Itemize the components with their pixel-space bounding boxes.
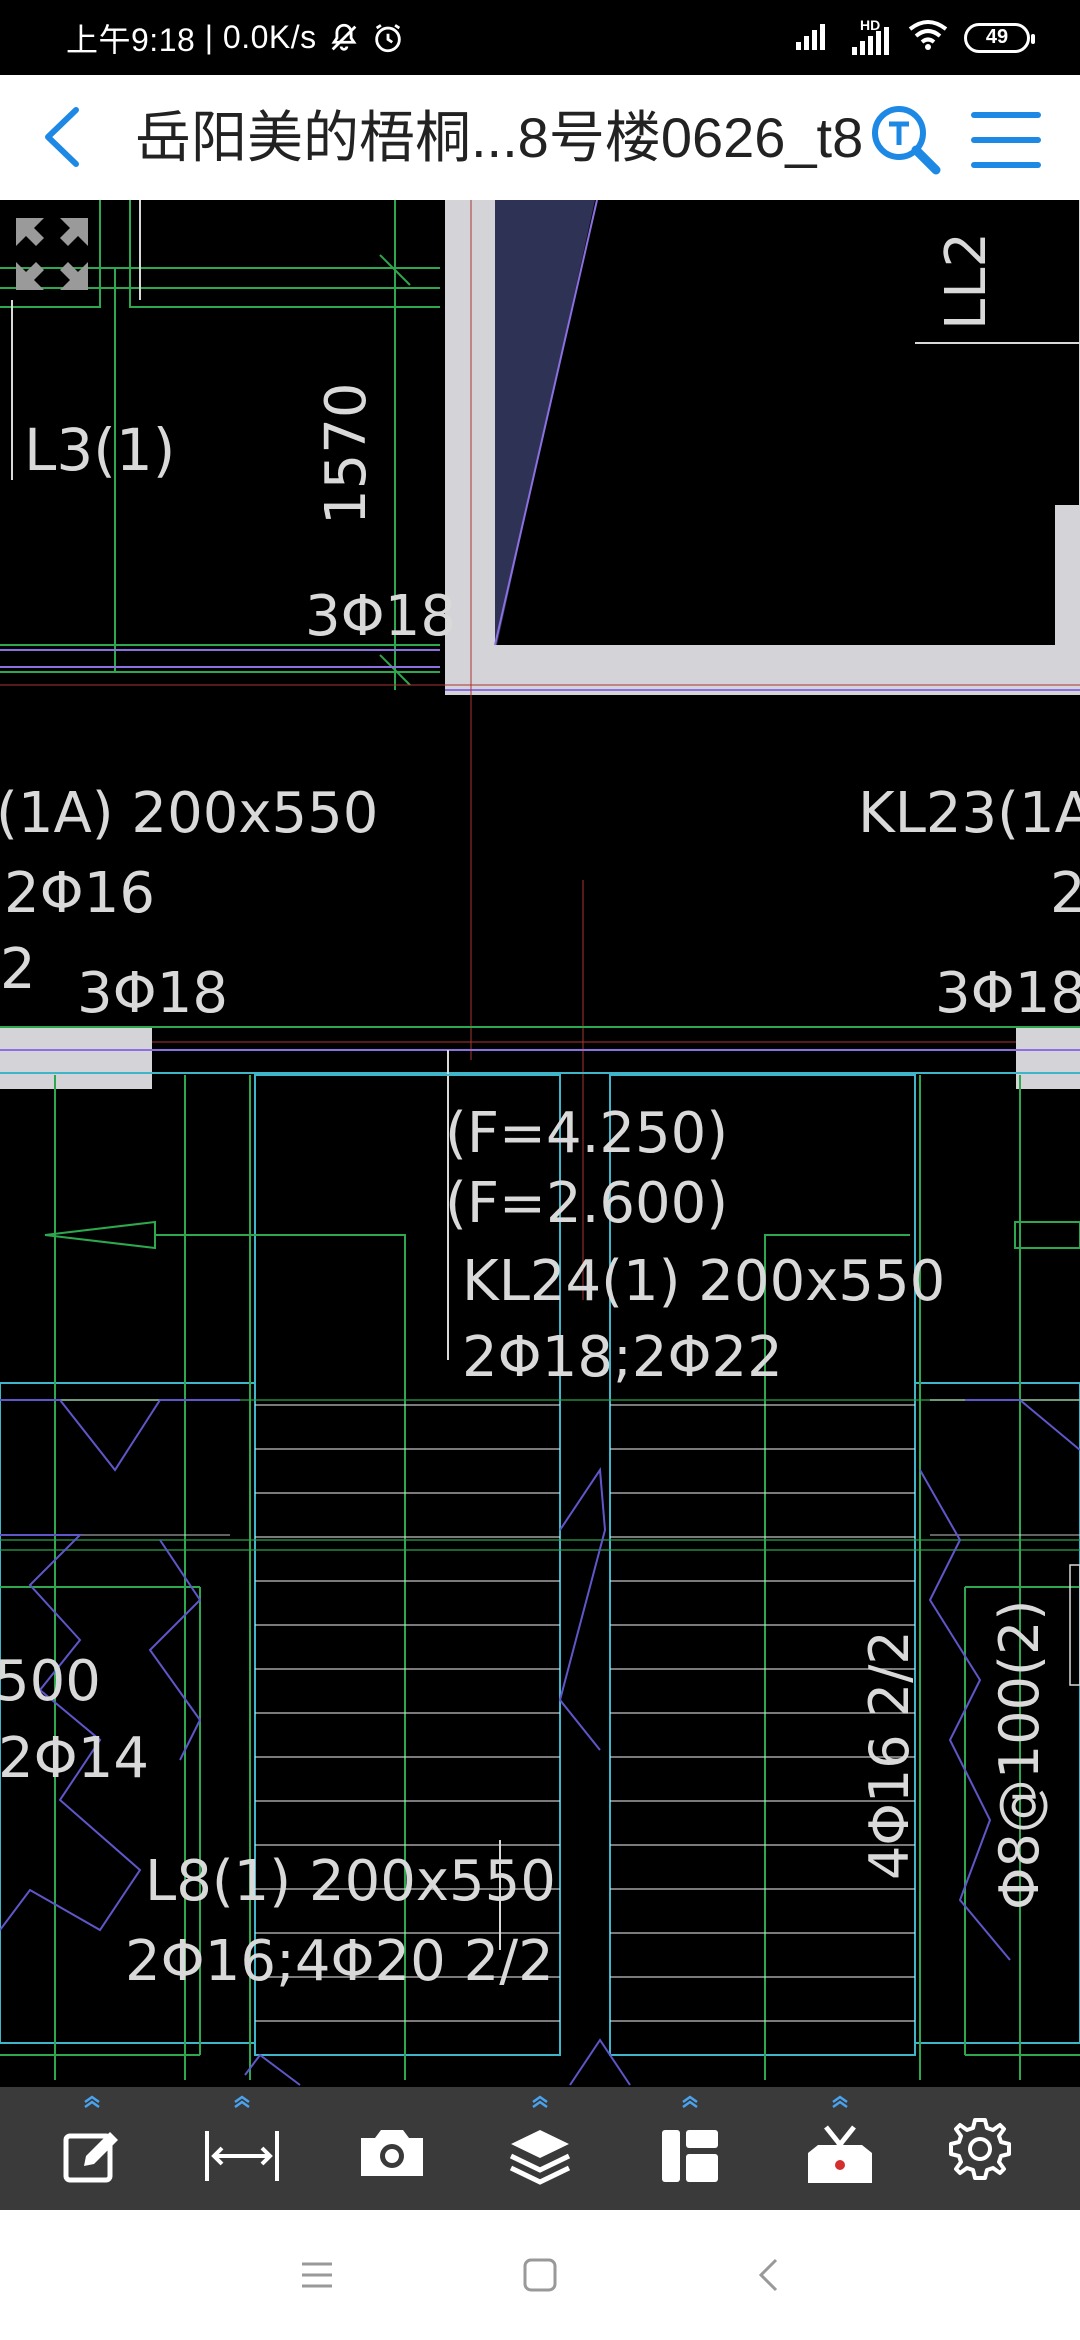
home-button[interactable]: [505, 2240, 575, 2310]
label-beam-left-3phi18: 3Φ18: [77, 961, 228, 1026]
status-time: 上午9:18: [66, 21, 196, 58]
document-title: 岳阳美的梧桐...8号楼0626_t8: [135, 106, 864, 169]
label-kl23-3phi18: 3Φ18: [935, 961, 1080, 1026]
tools-button[interactable]: [790, 2087, 890, 2210]
system-back-button[interactable]: [733, 2240, 803, 2310]
title-bar: 岳阳美的梧桐...8号楼0626_t8: [0, 75, 1080, 200]
text-search-button[interactable]: [868, 102, 944, 178]
status-right: HD 49: [794, 0, 1035, 75]
label-l8: L8(1) 200x550: [145, 1849, 556, 1914]
menu-lines-icon: [302, 2262, 332, 2288]
label-kl23-2: 2: [1050, 861, 1080, 926]
toolbox-icon: [808, 2124, 872, 2183]
menu-button[interactable]: [968, 105, 1044, 175]
label-kl23: KL23(1A): [858, 781, 1080, 846]
signal-icon: [794, 20, 834, 55]
mute-icon: [327, 21, 361, 55]
back-chevron-icon: [758, 2258, 778, 2292]
label-2phi14: 2Φ14: [0, 1726, 149, 1791]
battery-icon: 49: [964, 22, 1035, 53]
back-button[interactable]: [22, 97, 102, 177]
screenshot-tool-button[interactable]: [342, 2087, 442, 2210]
label-beam-left-2: 2: [0, 937, 36, 1002]
annotate-tool-button[interactable]: [42, 2087, 142, 2210]
fullscreen-button[interactable]: [10, 212, 94, 296]
expand-up-icon: [234, 2095, 250, 2109]
expand-up-icon: [832, 2095, 848, 2109]
layers-icon: [509, 2129, 571, 2185]
square-home-icon: [523, 2258, 557, 2292]
edit-note-icon: [63, 2131, 118, 2182]
camera-icon: [361, 2129, 423, 2176]
alarm-icon: [371, 21, 405, 55]
cad-drawing: L3(1) 1570 3Φ18 LL2 (1A) 200x550 2Φ16 2 …: [0, 200, 1080, 2086]
status-left: 上午9:18 | 0.0K/s: [66, 0, 405, 75]
hamburger-menu-icon: [971, 112, 1041, 168]
label-beam-left: (1A) 200x550: [0, 781, 378, 846]
expand-up-icon: [682, 2095, 698, 2109]
gear-icon: [949, 2117, 1011, 2180]
cad-drawing-viewport[interactable]: L3(1) 1570 3Φ18 LL2 (1A) 200x550 2Φ16 2 …: [0, 200, 1080, 2087]
status-bar: 上午9:18 | 0.0K/s HD 49: [0, 0, 1080, 75]
wifi-icon: [908, 19, 948, 56]
expand-up-icon: [532, 2095, 548, 2109]
layout-icon: [662, 2129, 718, 2182]
signal-hd-icon: HD: [850, 17, 892, 55]
layout-tool-button[interactable]: [640, 2087, 740, 2210]
expand-up-icon: [84, 2095, 100, 2109]
label-f4250: (F=4.250): [445, 1101, 728, 1166]
label-ll2: LL2: [934, 232, 999, 330]
label-500: 500: [0, 1649, 101, 1714]
label-kl24: KL24(1) 200x550: [462, 1249, 945, 1314]
label-beam-left-rebar: 2Φ16: [4, 861, 155, 926]
settings-button[interactable]: [930, 2087, 1030, 2210]
bottom-toolbar: [0, 2087, 1080, 2210]
text-search-icon: [872, 106, 941, 175]
recent-apps-button[interactable]: [282, 2240, 352, 2310]
label-kl24-rebar: 2Φ18;2Φ22: [462, 1325, 783, 1390]
label-3phi18-top: 3Φ18: [305, 584, 456, 649]
status-network-speed: 0.0K/s: [222, 19, 317, 55]
label-dim-1570: 1570: [314, 382, 379, 525]
label-l3: L3(1): [24, 416, 175, 484]
system-navigation-bar: [0, 2210, 1080, 2340]
label-f2600: (F=2.600): [445, 1171, 728, 1236]
expand-arrows-icon: [16, 218, 88, 290]
label-phi8: Φ8@100(2): [988, 1600, 1051, 1910]
label-l8-rebar: 2Φ16;4Φ20 2/2: [125, 1929, 554, 1994]
back-arrow-icon: [45, 107, 79, 167]
measure-distance-icon: [205, 2130, 279, 2181]
measure-tool-button[interactable]: [192, 2087, 292, 2210]
layers-tool-button[interactable]: [490, 2087, 590, 2210]
label-4phi16: 4Φ16 2/2: [858, 1630, 921, 1880]
